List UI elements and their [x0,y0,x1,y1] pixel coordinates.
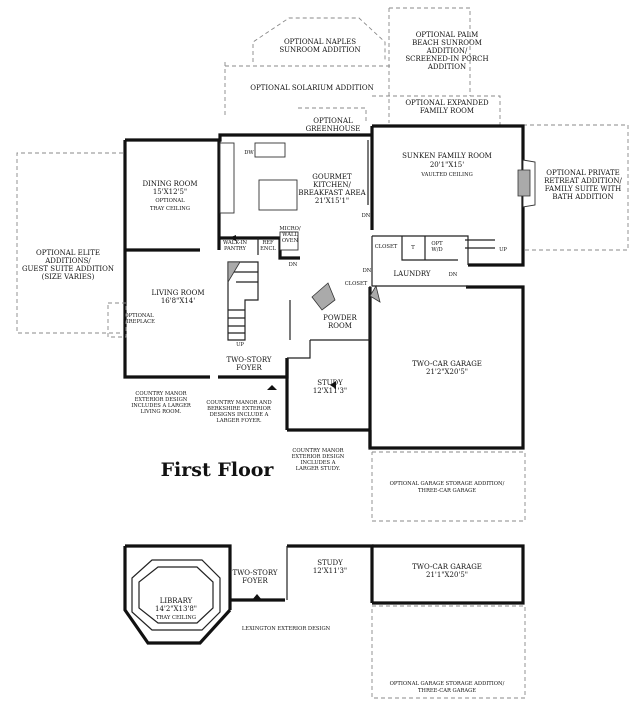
fireplaces [107,159,536,338]
doorway-arrows [229,235,336,390]
label-rooms-solarium: OPTIONAL SOLARIUM ADDITION [250,84,374,92]
label-rooms-dn2: DN [289,262,298,268]
label-rooms-dn4: DN [449,272,458,278]
label-alt-garage-storage: OPTIONAL GARAGE STORAGE ADDITION/THREE-C… [390,681,505,694]
label-rooms-dn3: DN [363,268,372,274]
label-alt-lexington: LEXINGTON EXTERIOR DESIGN [242,626,331,632]
label-rooms-t: T [411,245,415,251]
interior-walls [125,126,469,359]
alternate-plan [123,544,526,699]
label-rooms-dn1: DN [362,213,371,219]
label-rooms-dw: DW [244,150,254,156]
exterior-walls [123,124,525,450]
label-rooms-closet1: CLOSET [375,244,398,250]
main-staircase [227,239,495,341]
label-rooms-up2: UP [499,247,507,253]
kitchen-fixtures [219,140,369,251]
label-rooms-up1: UP [236,342,244,348]
optional-additions [16,7,629,522]
label-rooms-laundry: LAUNDRY [393,270,430,278]
label-rooms-closet2: CLOSET [345,281,368,287]
label-rooms-garage-storage: OPTIONAL GARAGE STORAGE ADDITION/THREE-C… [390,481,505,494]
floor-title: First Floor [161,459,275,481]
